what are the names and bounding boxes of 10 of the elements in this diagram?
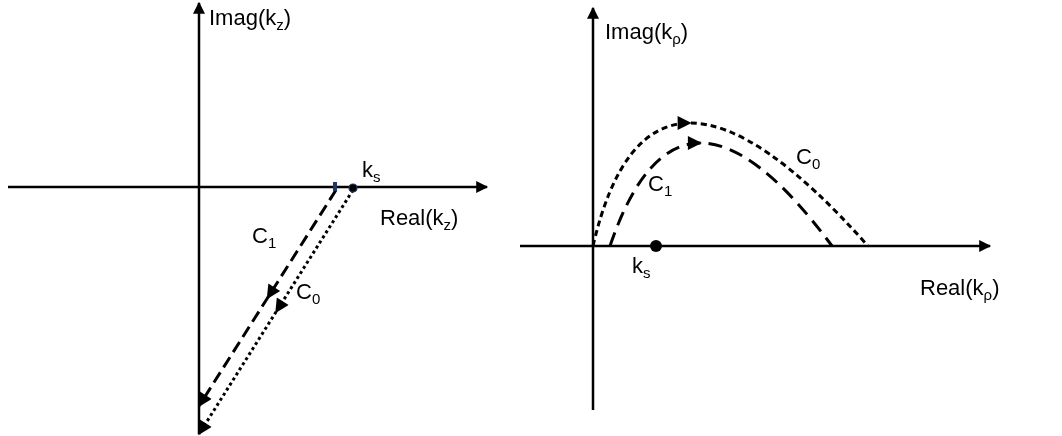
contour-label: C$_{0}$ bbox=[296, 280, 321, 308]
contour-label: C$_{0}$ bbox=[796, 145, 821, 173]
contour-label: C$_{1}$ bbox=[648, 172, 673, 200]
axis-label: Real(k$_{z}$) bbox=[380, 206, 459, 234]
axis-label: Imag(k$_{z}$) bbox=[209, 6, 292, 34]
point-label: k$_{s}$ bbox=[362, 158, 381, 186]
contour-label: C$_{1}$ bbox=[252, 224, 277, 252]
point-label: k$_{s}$ bbox=[632, 254, 651, 282]
axis-label: Real(k$_{ρ}$) bbox=[920, 276, 1000, 304]
axis-label: Imag(k$_{ρ}$) bbox=[605, 20, 689, 48]
